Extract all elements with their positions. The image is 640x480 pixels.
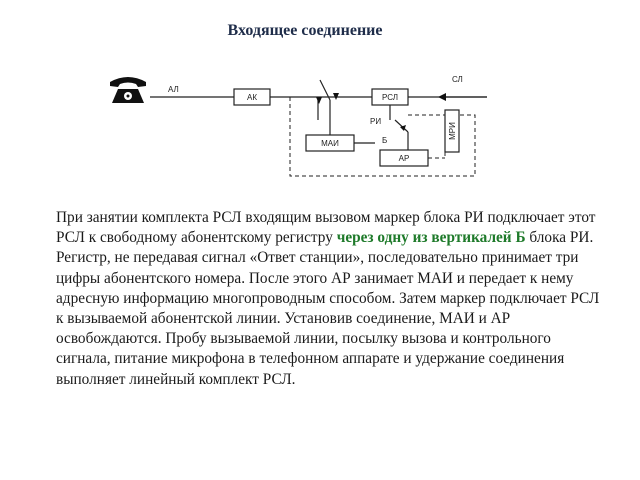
ri-label: РИ: [370, 117, 381, 126]
text-part-1: При занятии комплекта РСЛ входящим вызов…: [56, 209, 596, 247]
sl-label: СЛ: [452, 75, 463, 84]
connection-diagram: АК АЛ РСЛ СЛ МАИ РИ Б АР МРИ: [110, 75, 487, 177]
telephone-icon: [110, 77, 146, 103]
al-label: АЛ: [168, 85, 179, 94]
switch-arrow-2: [333, 93, 339, 100]
page-title: Входящее соединение: [227, 22, 383, 39]
ak-block: [233, 88, 271, 106]
mai-switch: [317, 79, 331, 135]
mri-label: МРИ: [448, 122, 457, 140]
mri-block: [444, 109, 460, 153]
b-label: Б: [382, 136, 387, 145]
ri-switch: [394, 119, 409, 150]
text-part-2: блока РИ. Регистр, не передавая сигнал «…: [56, 229, 600, 388]
switch-arrow-1: [316, 97, 322, 104]
text-highlight: через одну из вертикалей Б: [336, 229, 526, 247]
rsl-label: РСЛ: [382, 93, 398, 102]
sl-arrow: [438, 93, 446, 101]
description-paragraph: При занятии комплекта РСЛ входящим вызов…: [56, 208, 606, 390]
ar-label: АР: [399, 154, 410, 163]
ri-arrow: [400, 125, 406, 131]
control-lines: [289, 97, 476, 177]
ak-label: АК: [247, 93, 257, 102]
mai-label: МАИ: [321, 139, 339, 148]
